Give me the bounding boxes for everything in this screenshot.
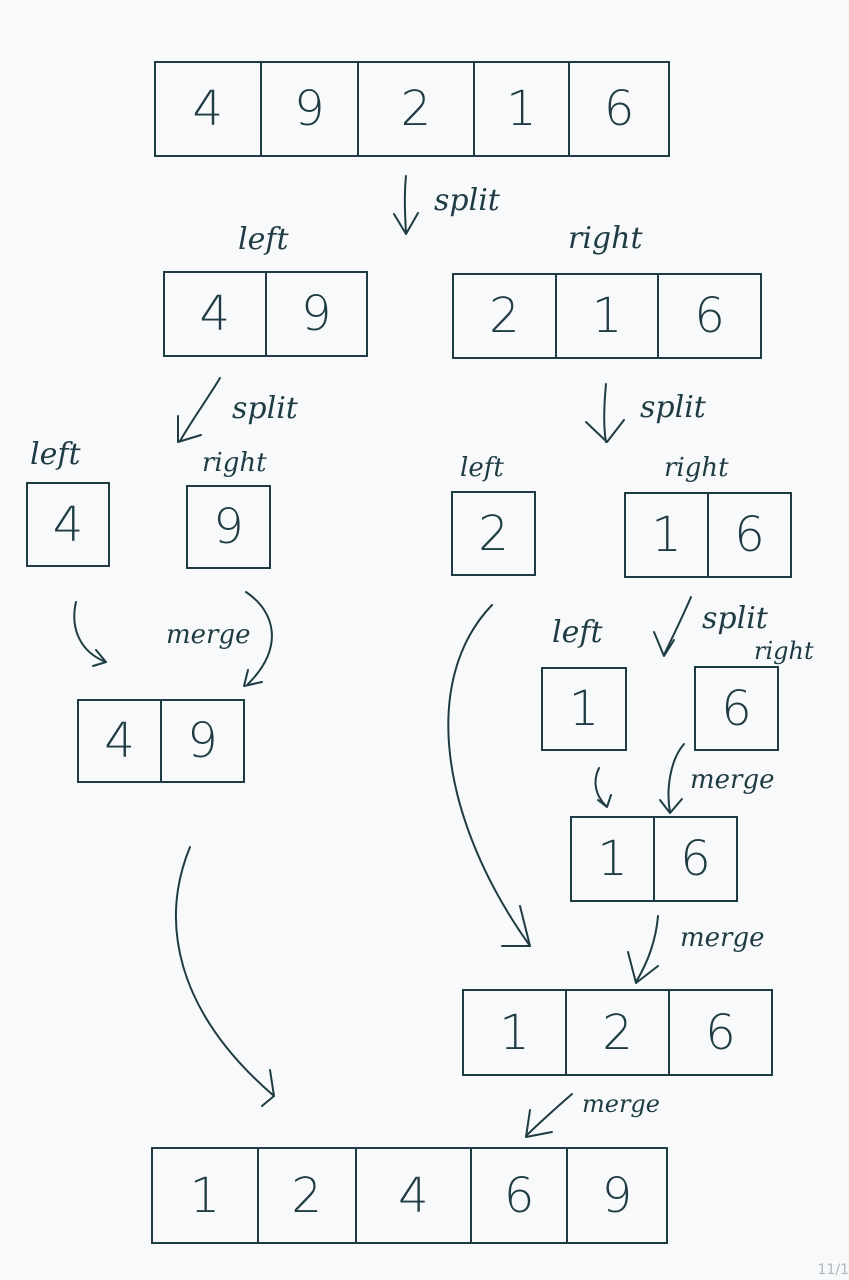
array-cell: 4 — [156, 63, 262, 155]
merge-arrow — [175, 846, 275, 1097]
array-cell: 9 — [300, 286, 332, 342]
merge-arrow-head — [597, 794, 612, 808]
array-right-right-merged: 1 6 — [570, 816, 738, 902]
split-arrow-head — [585, 419, 625, 443]
left-label: left — [460, 453, 504, 483]
split-label: split — [232, 391, 298, 426]
merge-label: merge — [166, 620, 251, 650]
array-cell: 1 — [153, 1149, 259, 1242]
left-label: left — [30, 437, 81, 472]
right-label: right — [664, 453, 729, 483]
array-right: 2 1 6 — [452, 273, 762, 359]
merge-arrow — [73, 601, 107, 663]
array-cell: 4 — [79, 701, 162, 781]
array-cell: 9 — [213, 499, 244, 555]
array-right-right-left: 1 — [541, 667, 627, 751]
split-arrow-head — [177, 415, 202, 443]
right-label: right — [568, 221, 643, 256]
merge-label: merge — [680, 923, 765, 953]
split-arrow-head — [653, 631, 675, 657]
merge-arrow — [245, 591, 273, 685]
array-cell: 1 — [626, 494, 709, 576]
merge-arrow-head — [243, 669, 263, 687]
split-label: split — [702, 601, 768, 636]
merge-arrow-head — [525, 1109, 553, 1138]
array-cell: 6 — [694, 288, 725, 344]
array-cell: 4 — [357, 1149, 473, 1242]
array-left-merged: 4 9 — [77, 699, 245, 783]
array-cell: 2 — [259, 1149, 357, 1242]
array-cell: 6 — [680, 831, 711, 887]
merge-arrow-head — [92, 649, 107, 667]
array-cell: 9 — [601, 1167, 633, 1224]
array-left-right: 9 — [186, 485, 271, 569]
split-label: split — [434, 183, 500, 218]
right-label: right — [202, 448, 267, 478]
array-cell: 2 — [478, 505, 509, 562]
array-cell: 6 — [472, 1149, 569, 1242]
page-indicator: 11/1 — [817, 1262, 849, 1278]
merge-label: merge — [690, 765, 775, 795]
split-label: split — [640, 390, 706, 425]
array-left: 4 9 — [163, 271, 368, 357]
array-cell: 4 — [52, 496, 84, 553]
array-cell: 9 — [187, 713, 218, 769]
array-right-merged: 1 2 6 — [462, 989, 773, 1076]
array-cell: 1 — [557, 275, 660, 357]
array-cell: 2 — [454, 275, 557, 357]
merge-arrow-head — [659, 798, 683, 814]
split-arrow — [179, 377, 221, 442]
array-right-right: 1 6 — [624, 492, 792, 578]
array-cell: 1 — [475, 63, 571, 155]
merge-arrow — [525, 1093, 573, 1137]
array-cell: 6 — [734, 507, 765, 563]
array-final: 1 2 4 6 9 — [151, 1147, 668, 1244]
split-arrow — [603, 383, 607, 443]
merge-arrow — [447, 604, 531, 947]
merge-arrow-head — [627, 951, 659, 984]
array-cell: 1 — [568, 681, 600, 737]
left-label: left — [552, 615, 603, 650]
right-label: right — [754, 637, 814, 665]
array-cell: 1 — [464, 991, 567, 1074]
merge-arrow-head — [501, 905, 531, 947]
array-left-left: 4 — [26, 482, 110, 567]
array-cell: 9 — [262, 63, 360, 155]
array-root: 4 9 2 1 6 — [154, 61, 670, 157]
merge-arrow — [635, 915, 659, 983]
array-cell: 6 — [705, 1004, 736, 1061]
array-cell: 6 — [721, 680, 752, 737]
split-arrow — [663, 596, 692, 656]
merge-arrow-head — [261, 1069, 275, 1107]
split-arrow — [403, 175, 407, 234]
split-arrow-head — [393, 212, 419, 235]
left-label: left — [238, 222, 289, 257]
array-cell: 2 — [359, 63, 475, 155]
array-cell: 1 — [572, 818, 655, 900]
merge-arrow — [667, 743, 685, 813]
merge-label: merge — [582, 1090, 660, 1118]
array-right-left: 2 — [451, 491, 536, 576]
array-cell: 6 — [603, 81, 635, 137]
array-cell: 2 — [567, 991, 670, 1074]
array-right-right-right: 6 — [694, 666, 779, 751]
array-cell: 4 — [165, 273, 267, 355]
